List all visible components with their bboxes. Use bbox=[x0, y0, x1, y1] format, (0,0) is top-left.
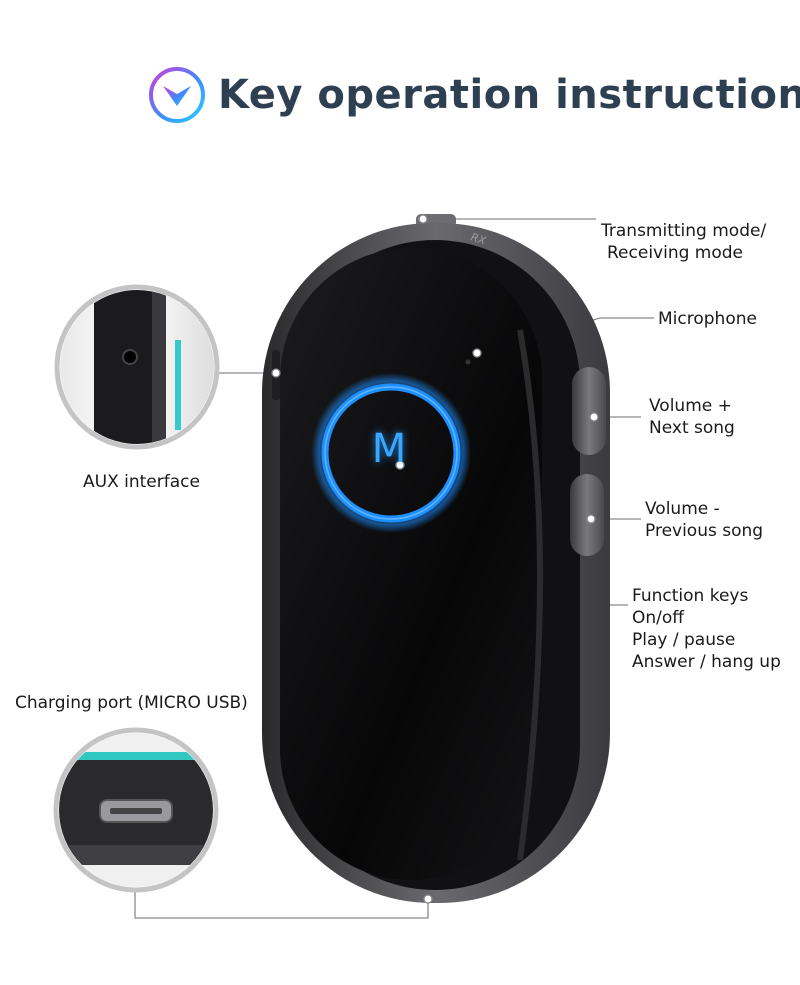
device: RX bbox=[262, 214, 610, 903]
label-charging-port: Charging port (MICRO USB) bbox=[15, 693, 248, 713]
page-title: Key operation instructions bbox=[218, 72, 800, 118]
label-aux-interface: AUX interface bbox=[83, 472, 200, 492]
label-mode: Transmitting mode/ Receiving mode bbox=[601, 221, 767, 263]
label-microphone: Microphone bbox=[658, 309, 757, 329]
aux-port-hole bbox=[122, 349, 138, 365]
charging-zoom-view bbox=[53, 727, 219, 893]
label-volume-up: Volume + Next song bbox=[649, 396, 735, 438]
label-volume-down: Volume - Previous song bbox=[645, 499, 764, 541]
top-marking: RX bbox=[469, 230, 488, 247]
callout-dots bbox=[271, 214, 599, 904]
callout-line-charging bbox=[134, 890, 429, 919]
aux-zoom-view bbox=[54, 284, 220, 450]
microphone-hole bbox=[465, 359, 471, 365]
chevron-down-badge-icon bbox=[149, 67, 205, 123]
label-function-keys: Function keys On/off Play / pause Answer… bbox=[632, 586, 781, 672]
function-key-letter: M bbox=[371, 426, 407, 472]
page-header: Key operation instructions bbox=[148, 66, 800, 124]
volume-down-button[interactable] bbox=[570, 474, 604, 556]
device-face bbox=[280, 248, 542, 880]
volume-up-button[interactable] bbox=[572, 367, 606, 455]
